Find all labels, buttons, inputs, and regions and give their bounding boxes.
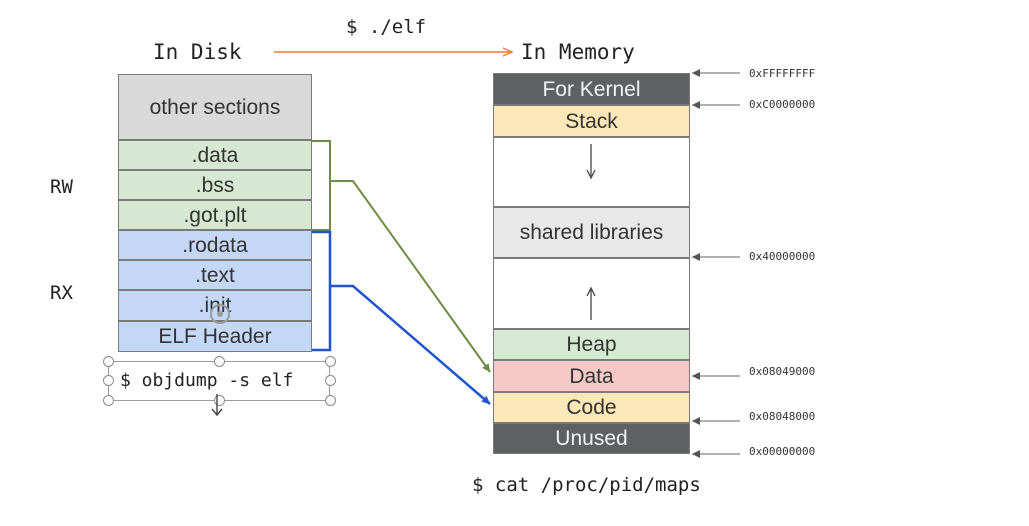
resize-handle-left[interactable] [103,375,114,386]
resize-handle-bottom-right[interactable] [325,395,336,406]
rw-bracket [312,140,331,231]
disk-section-other: other sections [118,74,312,140]
memory-segment-data: Data [493,360,690,392]
disk-section-got-plt: .got.plt [118,200,312,230]
disk-section-text: .text [118,260,312,290]
disk-section-rodata: .rodata [118,230,312,260]
memory-segment-stack: Stack [493,105,690,137]
address-label: 0x40000000 [749,250,816,263]
resize-handle-top[interactable] [214,356,225,367]
address-label: 0x08048000 [749,410,816,423]
address-label: 0xC0000000 [749,98,816,111]
disk-section-data: .data [118,140,312,170]
maps-command: $ cat /proc/pid/maps [472,474,701,496]
rw-connector [330,180,491,373]
disk-title: In Disk [153,40,242,64]
rotate-cursor-icon [210,304,230,324]
memory-segment-kernel: For Kernel [493,73,690,105]
rw-label: RW [50,176,73,198]
resize-handle-bottom[interactable] [214,395,225,406]
rx-label: RX [50,282,73,304]
move-cursor-icon [211,394,223,417]
resize-handle-top-right[interactable] [325,356,336,367]
memory-title: In Memory [521,40,635,64]
rx-connector [330,284,491,405]
resize-handle-right[interactable] [325,375,336,386]
address-label: 0xFFFFFFFF [749,67,816,80]
heap-growth-arrowhead [586,286,596,297]
memory-segment-heap: Heap [493,329,690,360]
objdump-command: $ objdump -s elf [120,370,294,391]
memory-segment-code: Code [493,392,690,423]
address-label: 0x00000000 [749,445,816,458]
resize-handle-top-left[interactable] [103,356,114,367]
stack-growth-arrowhead [586,169,596,180]
disk-section-bss: .bss [118,170,312,200]
resize-handle-bottom-left[interactable] [103,395,114,406]
memory-segment-shared-libraries: shared libraries [493,207,690,258]
address-label: 0x08049000 [749,365,816,378]
memory-segment-unused: Unused [493,423,690,454]
run-command: $ ./elf [346,16,427,38]
rx-bracket [312,230,332,352]
